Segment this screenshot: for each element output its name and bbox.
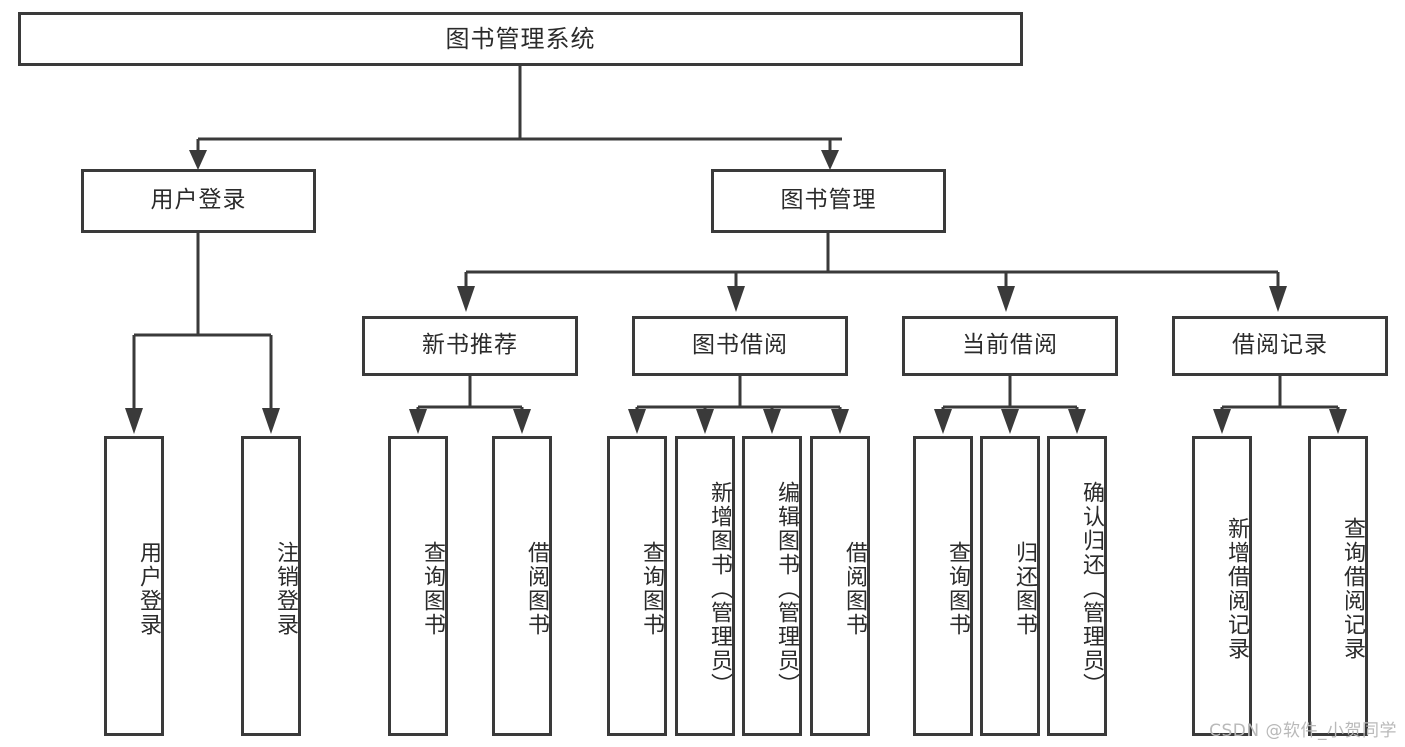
node-current-borrow[interactable]: 当前借阅	[902, 316, 1118, 376]
watermark-text: CSDN @软件_小贺同学	[1209, 721, 1397, 741]
leaf-query-book-borrow[interactable]: 查询图书	[607, 436, 667, 736]
leaf-edit-book-admin[interactable]: 编辑图书（管理员）	[742, 436, 802, 736]
leaf-user-login[interactable]: 用户登录	[104, 436, 164, 736]
leaf-query-borrow-record[interactable]: 查询借阅记录	[1308, 436, 1368, 736]
node-new-book-recommend[interactable]: 新书推荐	[362, 316, 578, 376]
leaf-query-book-current[interactable]: 查询图书	[913, 436, 973, 736]
node-root-book-management-system[interactable]: 图书管理系统	[18, 12, 1023, 66]
leaf-logout-login[interactable]: 注销登录	[241, 436, 301, 736]
leaf-query-book-recommend[interactable]: 查询图书	[388, 436, 448, 736]
leaf-add-book-admin[interactable]: 新增图书（管理员）	[675, 436, 735, 736]
leaf-add-borrow-record[interactable]: 新增借阅记录	[1192, 436, 1252, 736]
leaf-confirm-return-admin[interactable]: 确认归还（管理员）	[1047, 436, 1107, 736]
leaf-borrow-book-recommend[interactable]: 借阅图书	[492, 436, 552, 736]
node-book-manage[interactable]: 图书管理	[711, 169, 946, 233]
leaf-return-book[interactable]: 归还图书	[980, 436, 1040, 736]
node-borrow-record[interactable]: 借阅记录	[1172, 316, 1388, 376]
node-user-login[interactable]: 用户登录	[81, 169, 316, 233]
node-book-borrow[interactable]: 图书借阅	[632, 316, 848, 376]
leaf-borrow-book[interactable]: 借阅图书	[810, 436, 870, 736]
